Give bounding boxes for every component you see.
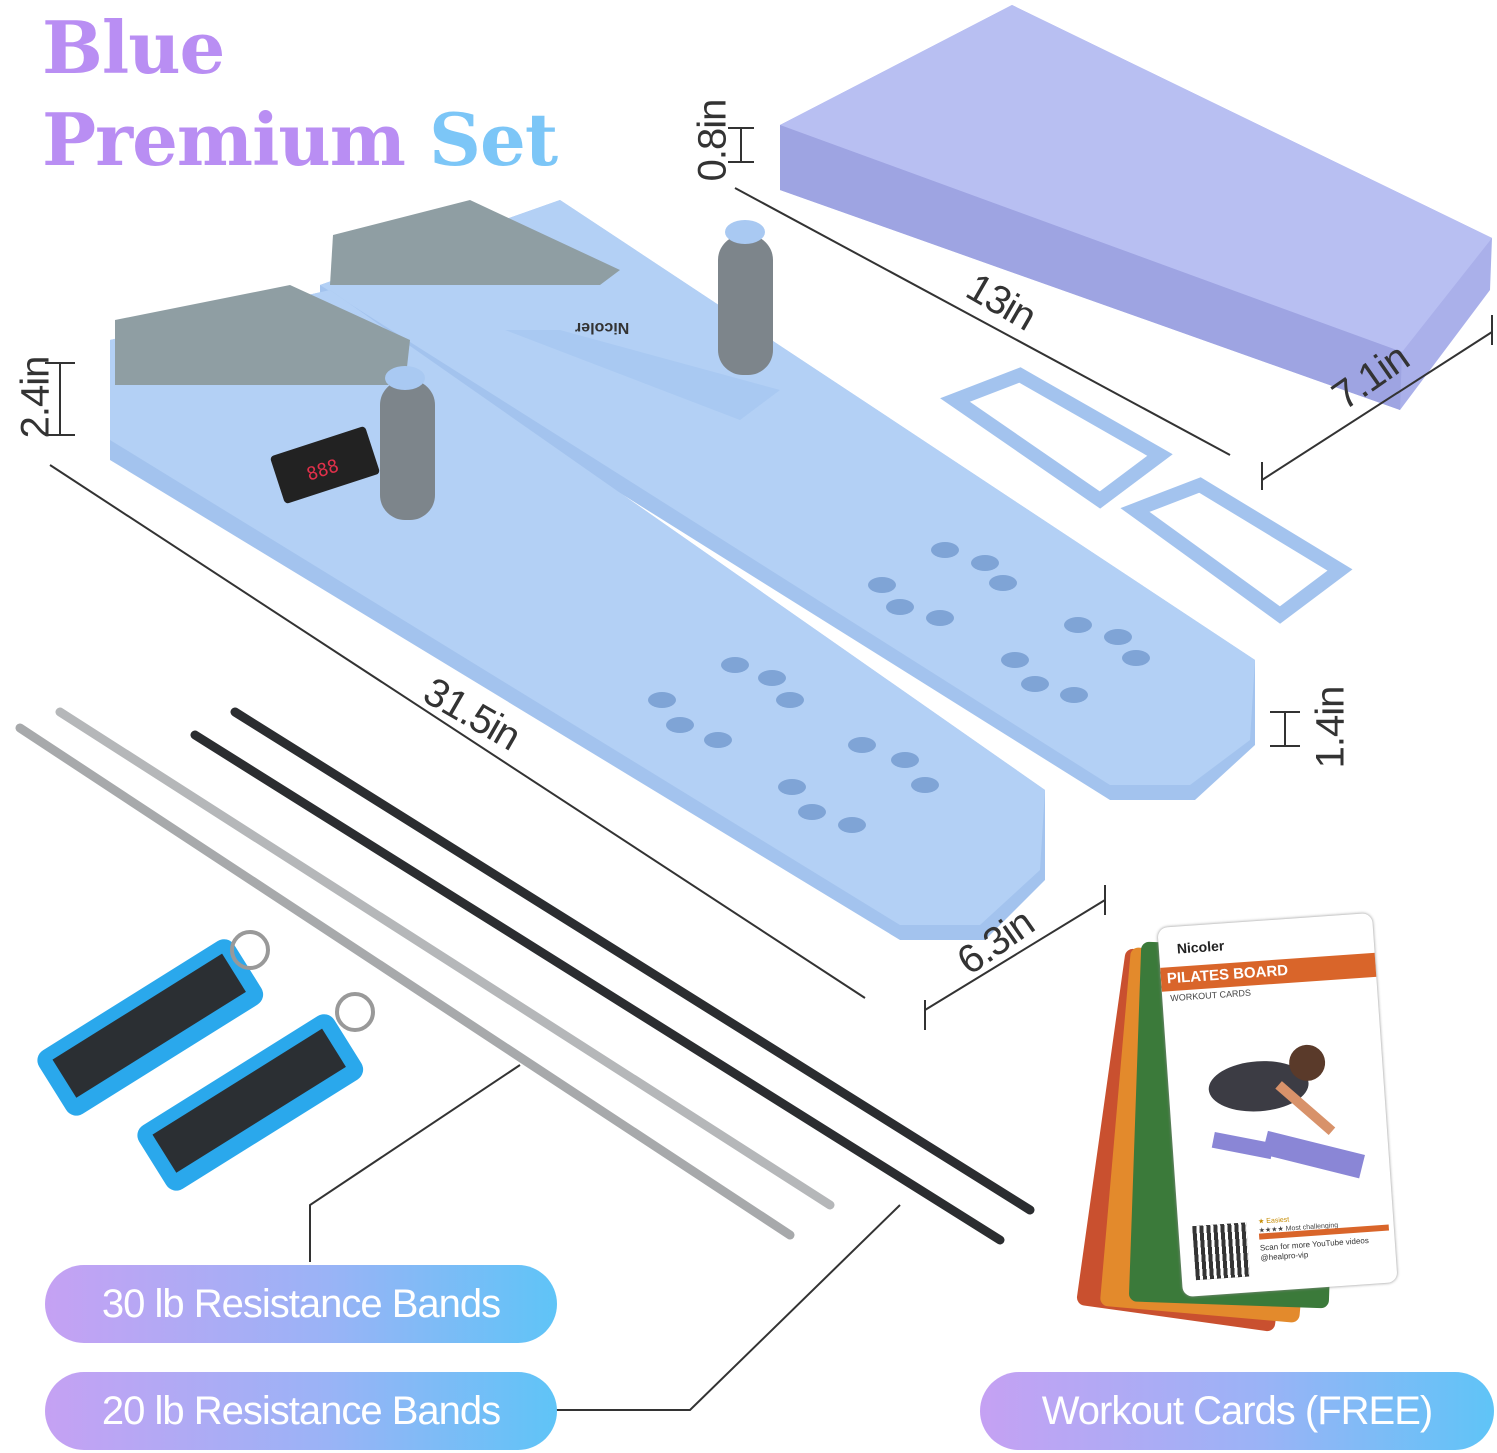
title-line-2: Premium Set <box>42 104 558 176</box>
grip-handles <box>380 220 773 520</box>
title-premium: Premium <box>42 97 406 182</box>
dim-mat-thickness: 0.8in <box>690 99 735 182</box>
resistance-bands <box>15 707 1035 1245</box>
card-title: PILATES BOARD <box>1160 952 1378 992</box>
adjustment-holes <box>648 542 1150 833</box>
qr-code <box>1192 1222 1250 1281</box>
push-up-grips <box>940 367 1353 624</box>
exercise-illustration <box>1208 1044 1365 1179</box>
ankle-straps <box>37 930 375 1191</box>
card-scan-text: Scan for more YouTube videos @healpro-vi… <box>1259 1235 1370 1263</box>
label-workout-cards: Workout Cards (FREE) <box>980 1372 1494 1450</box>
knee-mat <box>780 5 1492 410</box>
pilates-board-right <box>320 200 1255 800</box>
workout-card: Nicoler PILATES BOARD WORKOUT CARDS ★ Ea… <box>1157 912 1398 1298</box>
pilates-board-left: 888 <box>110 285 1045 940</box>
title-line-1: Blue <box>42 5 225 90</box>
dim-board-end-height: 1.4in <box>1308 686 1353 769</box>
digital-counter <box>270 426 380 504</box>
label-20lb-bands: 20 lb Resistance Bands <box>45 1372 557 1450</box>
foot-pad <box>330 200 620 285</box>
foot-pad <box>115 285 410 385</box>
label-30lb-bands: 30 lb Resistance Bands <box>45 1265 557 1343</box>
card-brand: Nicoler <box>1176 937 1225 957</box>
dim-board-height: 2.4in <box>13 356 58 439</box>
title-set: Set <box>429 97 558 182</box>
board-logo: Nicoler <box>575 319 630 336</box>
dimension-lines <box>45 127 1493 1411</box>
